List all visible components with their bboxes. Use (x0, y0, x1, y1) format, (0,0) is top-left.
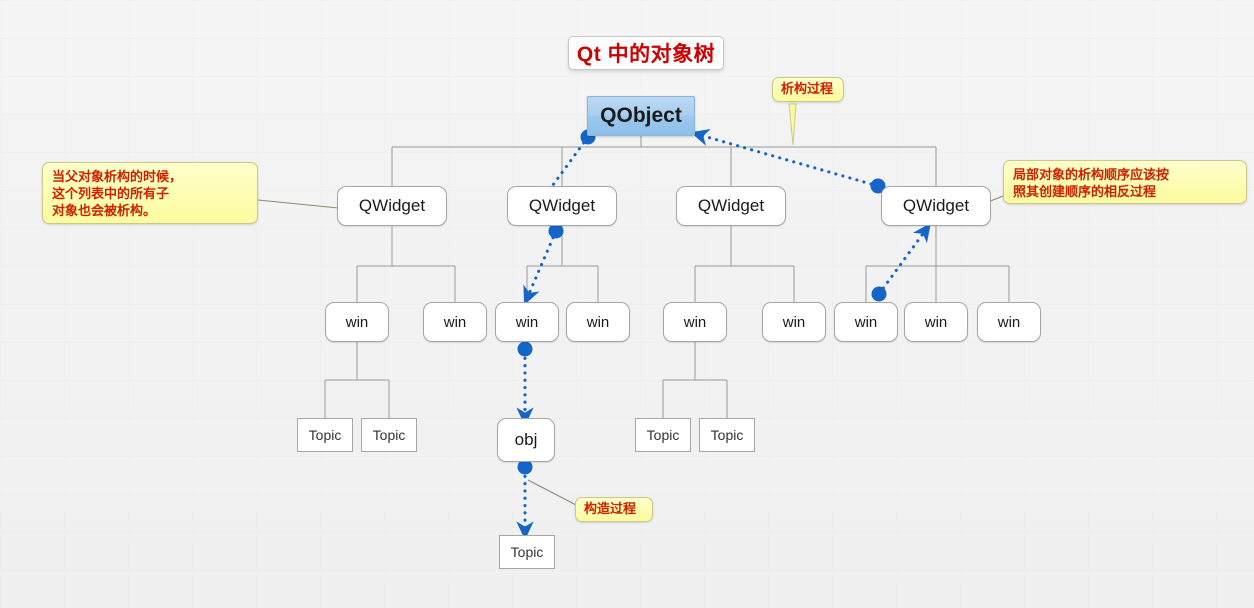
callout-tail-destruct (788, 103, 797, 146)
node-topic-1[interactable]: Topic (297, 418, 353, 452)
node-win-1[interactable]: win (325, 302, 389, 342)
node-qwidget-4[interactable]: QWidget (881, 186, 991, 226)
node-qobject[interactable]: QObject (587, 96, 695, 136)
node-win-7[interactable]: win (834, 302, 898, 342)
node-obj-topic[interactable]: Topic (499, 535, 555, 569)
callout-parent-destruction: 当父对象析构的时候， 这个列表中的所有子 对象也会被析构。 (42, 162, 258, 224)
callout-leader-left (257, 199, 339, 209)
node-topic-2[interactable]: Topic (361, 418, 417, 452)
node-win-5[interactable]: win (663, 302, 727, 342)
node-qwidget-1[interactable]: QWidget (337, 186, 447, 226)
flow-qwidget2-to-win (523, 229, 558, 306)
callout-local-destruction-order: 局部对象的析构顺序应该按 照其创建顺序的相反过程 (1003, 160, 1247, 204)
flow-win-to-qwidget4 (877, 222, 931, 296)
node-win-4[interactable]: win (566, 302, 630, 342)
node-topic-4[interactable]: Topic (699, 418, 755, 452)
node-win-9[interactable]: win (977, 302, 1041, 342)
node-topic-3[interactable]: Topic (635, 418, 691, 452)
node-win-3[interactable]: win (495, 302, 559, 342)
callout-construct-process: 构造过程 (575, 497, 653, 522)
diagram-title: Qt 中的对象树 (568, 36, 724, 70)
node-qwidget-3[interactable]: QWidget (676, 186, 786, 226)
flow-qwidget4-to-qobject (690, 129, 880, 188)
node-win-8[interactable]: win (904, 302, 968, 342)
node-win-6[interactable]: win (762, 302, 826, 342)
node-qwidget-2[interactable]: QWidget (507, 186, 617, 226)
node-obj[interactable]: obj (497, 418, 555, 462)
callout-destruct-process: 析构过程 (772, 77, 844, 102)
node-win-2[interactable]: win (423, 302, 487, 342)
callout-leader-construct (527, 479, 579, 507)
